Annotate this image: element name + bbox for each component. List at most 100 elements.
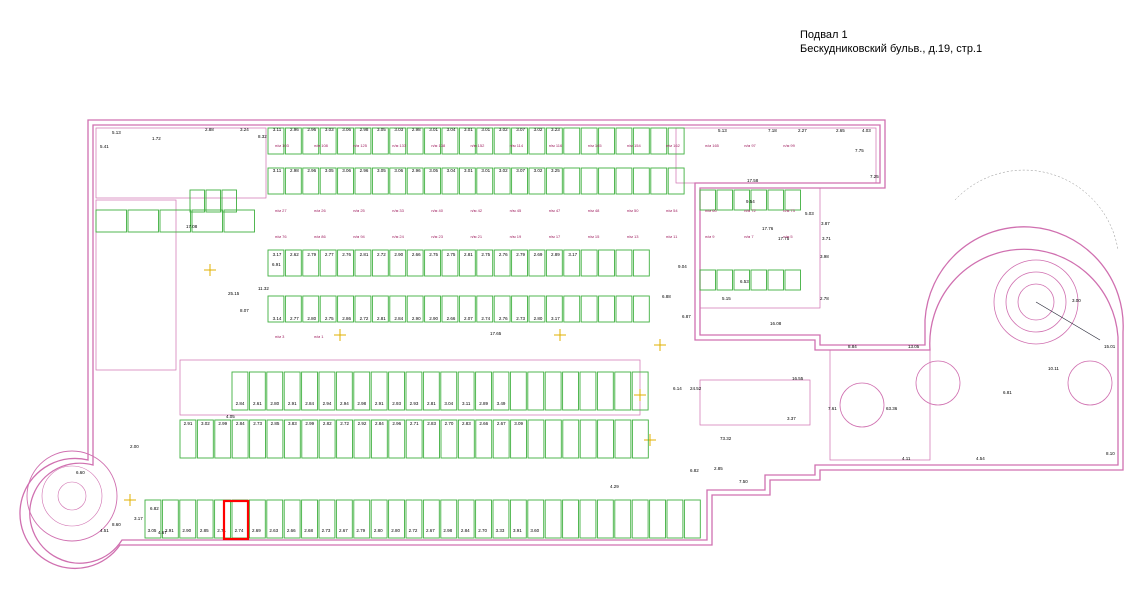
left-cell-3: [191, 209, 223, 233]
left-small-cell-2: [221, 189, 237, 213]
center-top-cell-6: [371, 249, 389, 277]
arc-guide: [954, 169, 1119, 251]
center-top-cell-9: [424, 249, 441, 277]
mid-cell-19: [562, 371, 579, 411]
top-cell-22: [650, 127, 668, 155]
mid-cell-20: [579, 371, 597, 411]
bottom-cell-16: [422, 499, 440, 539]
center-bottom-cell-6: [371, 295, 389, 323]
room-tag: п/м 165: [705, 143, 720, 148]
bottom-cell-11: [335, 499, 353, 539]
room-tag: п/м 45: [510, 208, 522, 213]
center-top-dim: 2.79: [516, 252, 525, 257]
top-cell-9: [424, 127, 441, 155]
misc-dim: 5.15: [722, 296, 731, 301]
mid-dim: 2.94: [340, 401, 349, 406]
lower-cell-7: [301, 419, 319, 459]
center-top-cell-18: [580, 249, 598, 277]
second-cell-22: [650, 167, 668, 195]
bottom-dim: 2.90: [182, 528, 191, 533]
center-top-dim: 2.89: [551, 252, 560, 257]
top-cell-20: [615, 127, 633, 155]
center-bottom-dim: 2.86: [342, 316, 351, 321]
room-tag: п/м 42: [471, 208, 483, 213]
mid-dim: 3.11: [462, 401, 471, 406]
room-tag: п/м 72: [744, 208, 756, 213]
second-cell-19: [598, 167, 615, 195]
bottom-dim: 2.68: [304, 528, 313, 533]
mid-dim: 3.04: [444, 401, 453, 406]
center-top-cell-14: [511, 249, 528, 277]
center-top-cell-17: [563, 249, 581, 277]
misc-dim: 1.72: [152, 136, 161, 141]
center-top-cell-8: [406, 249, 424, 277]
misc-dim: 16.08: [770, 321, 782, 326]
top-cell-14: [511, 127, 528, 155]
misc-dim: 63.36: [886, 406, 898, 411]
bottom-dim: 2.67: [426, 528, 435, 533]
room-tag: п/м 114: [510, 143, 524, 148]
misc-dim: 11.32: [258, 286, 269, 291]
misc-dim: 10.11: [1048, 366, 1059, 371]
lower-cell-24: [597, 419, 614, 459]
room-tag: п/м 116: [549, 143, 563, 148]
misc-dim: 6.60: [76, 470, 85, 475]
lower-dim: 3.09: [514, 421, 523, 426]
room-tag: п/м 27: [275, 208, 287, 213]
center-bottom-cell-8: [406, 295, 424, 323]
misc-dim: 4.29: [610, 484, 619, 489]
second-dim: 3.06: [394, 168, 403, 173]
room-tag: п/м 103: [275, 143, 290, 148]
room-tag: п/м 40: [431, 208, 443, 213]
building-address: Бескудниковский бульв., д.19, стр.1: [800, 43, 983, 55]
center-bottom-cell-12: [476, 295, 494, 323]
center-bottom-dim: 2.73: [516, 316, 525, 321]
lower-cell-9: [336, 419, 353, 459]
center-top-dim: 3.17: [273, 252, 282, 257]
right-small-cell-2: [733, 189, 750, 211]
second-cell-4: [337, 167, 354, 195]
right-small-cell-4: [767, 189, 784, 211]
mid-cell-15: [492, 371, 510, 411]
left-round-room: [26, 450, 118, 542]
misc-dim: 3.87: [821, 221, 830, 226]
second-dim: 2.96: [360, 168, 369, 173]
misc-dim: 2.27: [798, 128, 807, 133]
mid-cell-4: [301, 371, 318, 411]
bottom-cell-30: [666, 499, 684, 539]
misc-dim: 73.32: [720, 436, 732, 441]
lower-dim: 3.02: [201, 421, 210, 426]
top-cell-5: [354, 127, 372, 155]
center-bottom-cell-14: [511, 295, 528, 323]
misc-dim: 4.05: [226, 414, 235, 419]
lower-dim: 2.84: [236, 421, 245, 426]
center-top-cell-11: [458, 249, 476, 277]
misc-dim: 6.88: [662, 294, 671, 299]
second-dim: 3.25: [551, 168, 560, 173]
center-top-cell-7: [389, 249, 407, 277]
top-cell-19: [598, 127, 615, 155]
room-tag: п/м 54: [666, 208, 678, 213]
mid-dim: 2.93: [392, 401, 401, 406]
lower-cell-1: [196, 419, 214, 459]
misc-dim: 8.84: [848, 344, 857, 349]
bottom-cell-27: [614, 499, 632, 539]
bottom-dim: 2.98: [443, 528, 452, 533]
center-bottom-cell-16: [545, 295, 563, 323]
misc-dim: 4.03: [862, 128, 871, 133]
bottom-dim: 3.91: [513, 528, 522, 533]
left-cell-2: [159, 209, 191, 233]
misc-dim: 2.00: [130, 444, 139, 449]
center-top-dim: 2.90: [394, 252, 403, 257]
center-top-cell-5: [354, 249, 372, 277]
top-cell-15: [528, 127, 546, 155]
lower-dim: 2.99: [218, 421, 227, 426]
bottom-cell-1: [161, 499, 179, 539]
zone-4: [699, 379, 811, 426]
bottom-cell-21: [509, 499, 527, 539]
highlighted-storage-unit[interactable]: [222, 499, 250, 541]
misc-dim: 17.08: [186, 224, 198, 229]
center-top-dim: 3.17: [568, 252, 577, 257]
bottom-cell-26: [596, 499, 614, 539]
bottom-cell-10: [318, 499, 336, 539]
